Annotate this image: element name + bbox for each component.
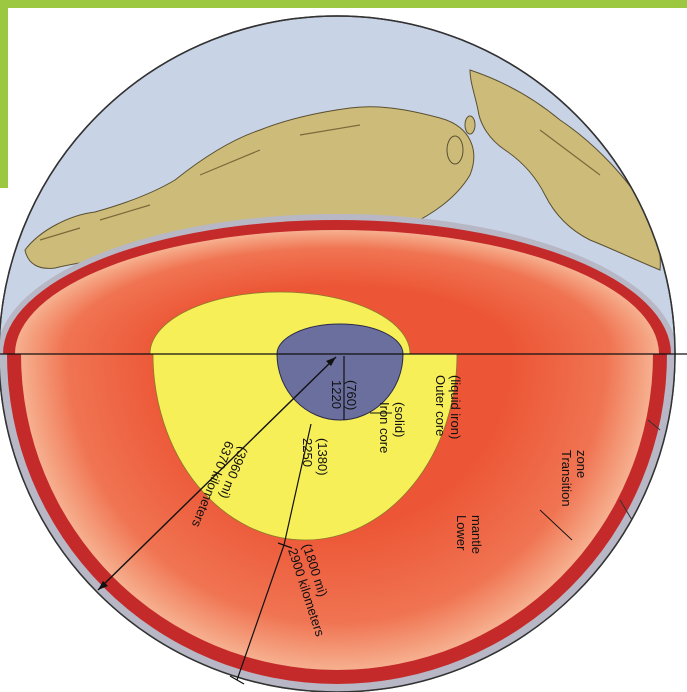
core-dimension — [283, 423, 312, 546]
transition-zone-leader — [539, 509, 573, 541]
interior-top-half — [0, 214, 675, 354]
island — [464, 115, 476, 135]
label-transition-zone: Transition zone — [559, 450, 589, 510]
interior-bottom-half — [0, 354, 675, 692]
lower-mantle-top — [15, 230, 659, 354]
boundary-tick — [647, 419, 661, 431]
boundary-tick — [619, 499, 633, 521]
mantle-dimension — [236, 544, 285, 681]
dimension-tick — [229, 675, 245, 685]
outer-core-top — [149, 291, 411, 354]
terrain-shading — [39, 89, 611, 241]
left-frame-bar — [0, 8, 8, 188]
radius-arrowhead — [98, 581, 108, 590]
inner-core-top — [276, 323, 404, 354]
outer-core-bottom — [152, 354, 458, 541]
inner-core-bottom — [276, 354, 404, 421]
island — [446, 135, 464, 165]
lower-mantle-bottom — [21, 354, 653, 670]
label-outer-core: Outer core (liquid iron) — [433, 375, 463, 440]
landmass-central-america — [469, 69, 661, 271]
label-core-thickness: 2250 (1380) — [300, 438, 330, 476]
label-lower-mantle: Lower mantle — [454, 515, 484, 554]
label-inner-radius: 1220 (760) — [329, 380, 359, 413]
dimension-tick — [277, 542, 293, 549]
top-frame-bar — [0, 0, 687, 8]
radius-arrowhead — [326, 357, 336, 366]
label-iron-core: Iron core (solid) — [377, 402, 407, 457]
radius-arrow — [97, 356, 337, 591]
